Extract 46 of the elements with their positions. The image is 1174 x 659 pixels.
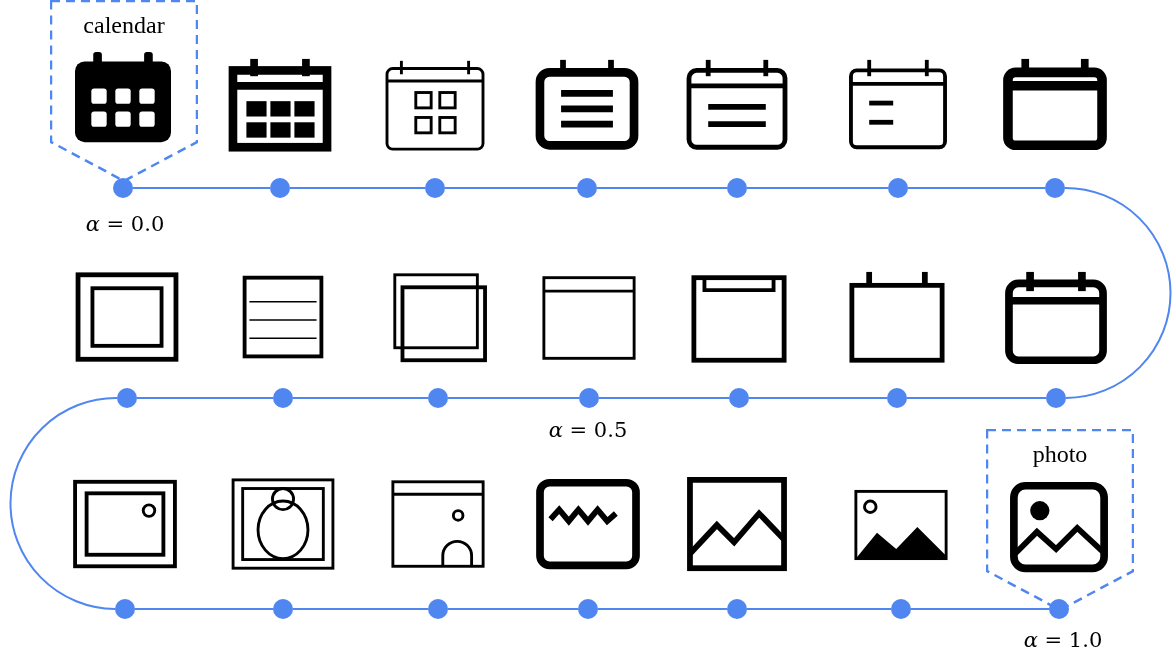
path-dot	[887, 388, 907, 408]
callout-label: photo	[1032, 441, 1088, 468]
path-line	[906, 397, 1047, 399]
path-dot	[273, 599, 293, 619]
path-line	[746, 608, 892, 610]
path-dot	[727, 178, 747, 198]
path-line	[289, 187, 426, 189]
path-dot	[428, 599, 448, 619]
alpha-value-label: α = 1.0	[1023, 628, 1103, 652]
path-dot	[888, 178, 908, 198]
path-dot	[578, 599, 598, 619]
path-dot	[891, 599, 911, 619]
path-line	[910, 608, 1050, 610]
path-dot	[1046, 388, 1066, 408]
path-dot	[1049, 599, 1069, 619]
path-line	[292, 608, 429, 610]
path-dot	[729, 388, 749, 408]
path-line	[444, 187, 578, 189]
path-dot	[727, 599, 747, 619]
path-line	[598, 397, 730, 399]
path-line	[292, 397, 429, 399]
path-line	[748, 397, 888, 399]
path-dot	[113, 178, 133, 198]
alpha-value-label: α = 0.0	[85, 212, 165, 236]
path-line	[136, 397, 274, 399]
path-dot	[270, 178, 290, 198]
path-dot	[425, 178, 445, 198]
alpha-value-label: α = 0.5	[548, 418, 628, 442]
path-line	[9, 397, 118, 610]
path-dot	[117, 388, 137, 408]
path-dot	[1045, 178, 1065, 198]
path-line	[447, 397, 580, 399]
path-dot	[273, 388, 293, 408]
path-line	[907, 187, 1046, 189]
path-line	[447, 608, 579, 610]
path-dot	[577, 178, 597, 198]
path-line	[132, 187, 271, 189]
path-dot	[115, 599, 135, 619]
path-line	[597, 608, 728, 610]
path-line	[134, 608, 274, 610]
path-line	[1064, 187, 1172, 399]
path-line	[596, 187, 728, 189]
callout-label: calendar	[83, 12, 165, 39]
path-line	[746, 187, 889, 189]
path-dot	[579, 388, 599, 408]
path-dot	[428, 388, 448, 408]
